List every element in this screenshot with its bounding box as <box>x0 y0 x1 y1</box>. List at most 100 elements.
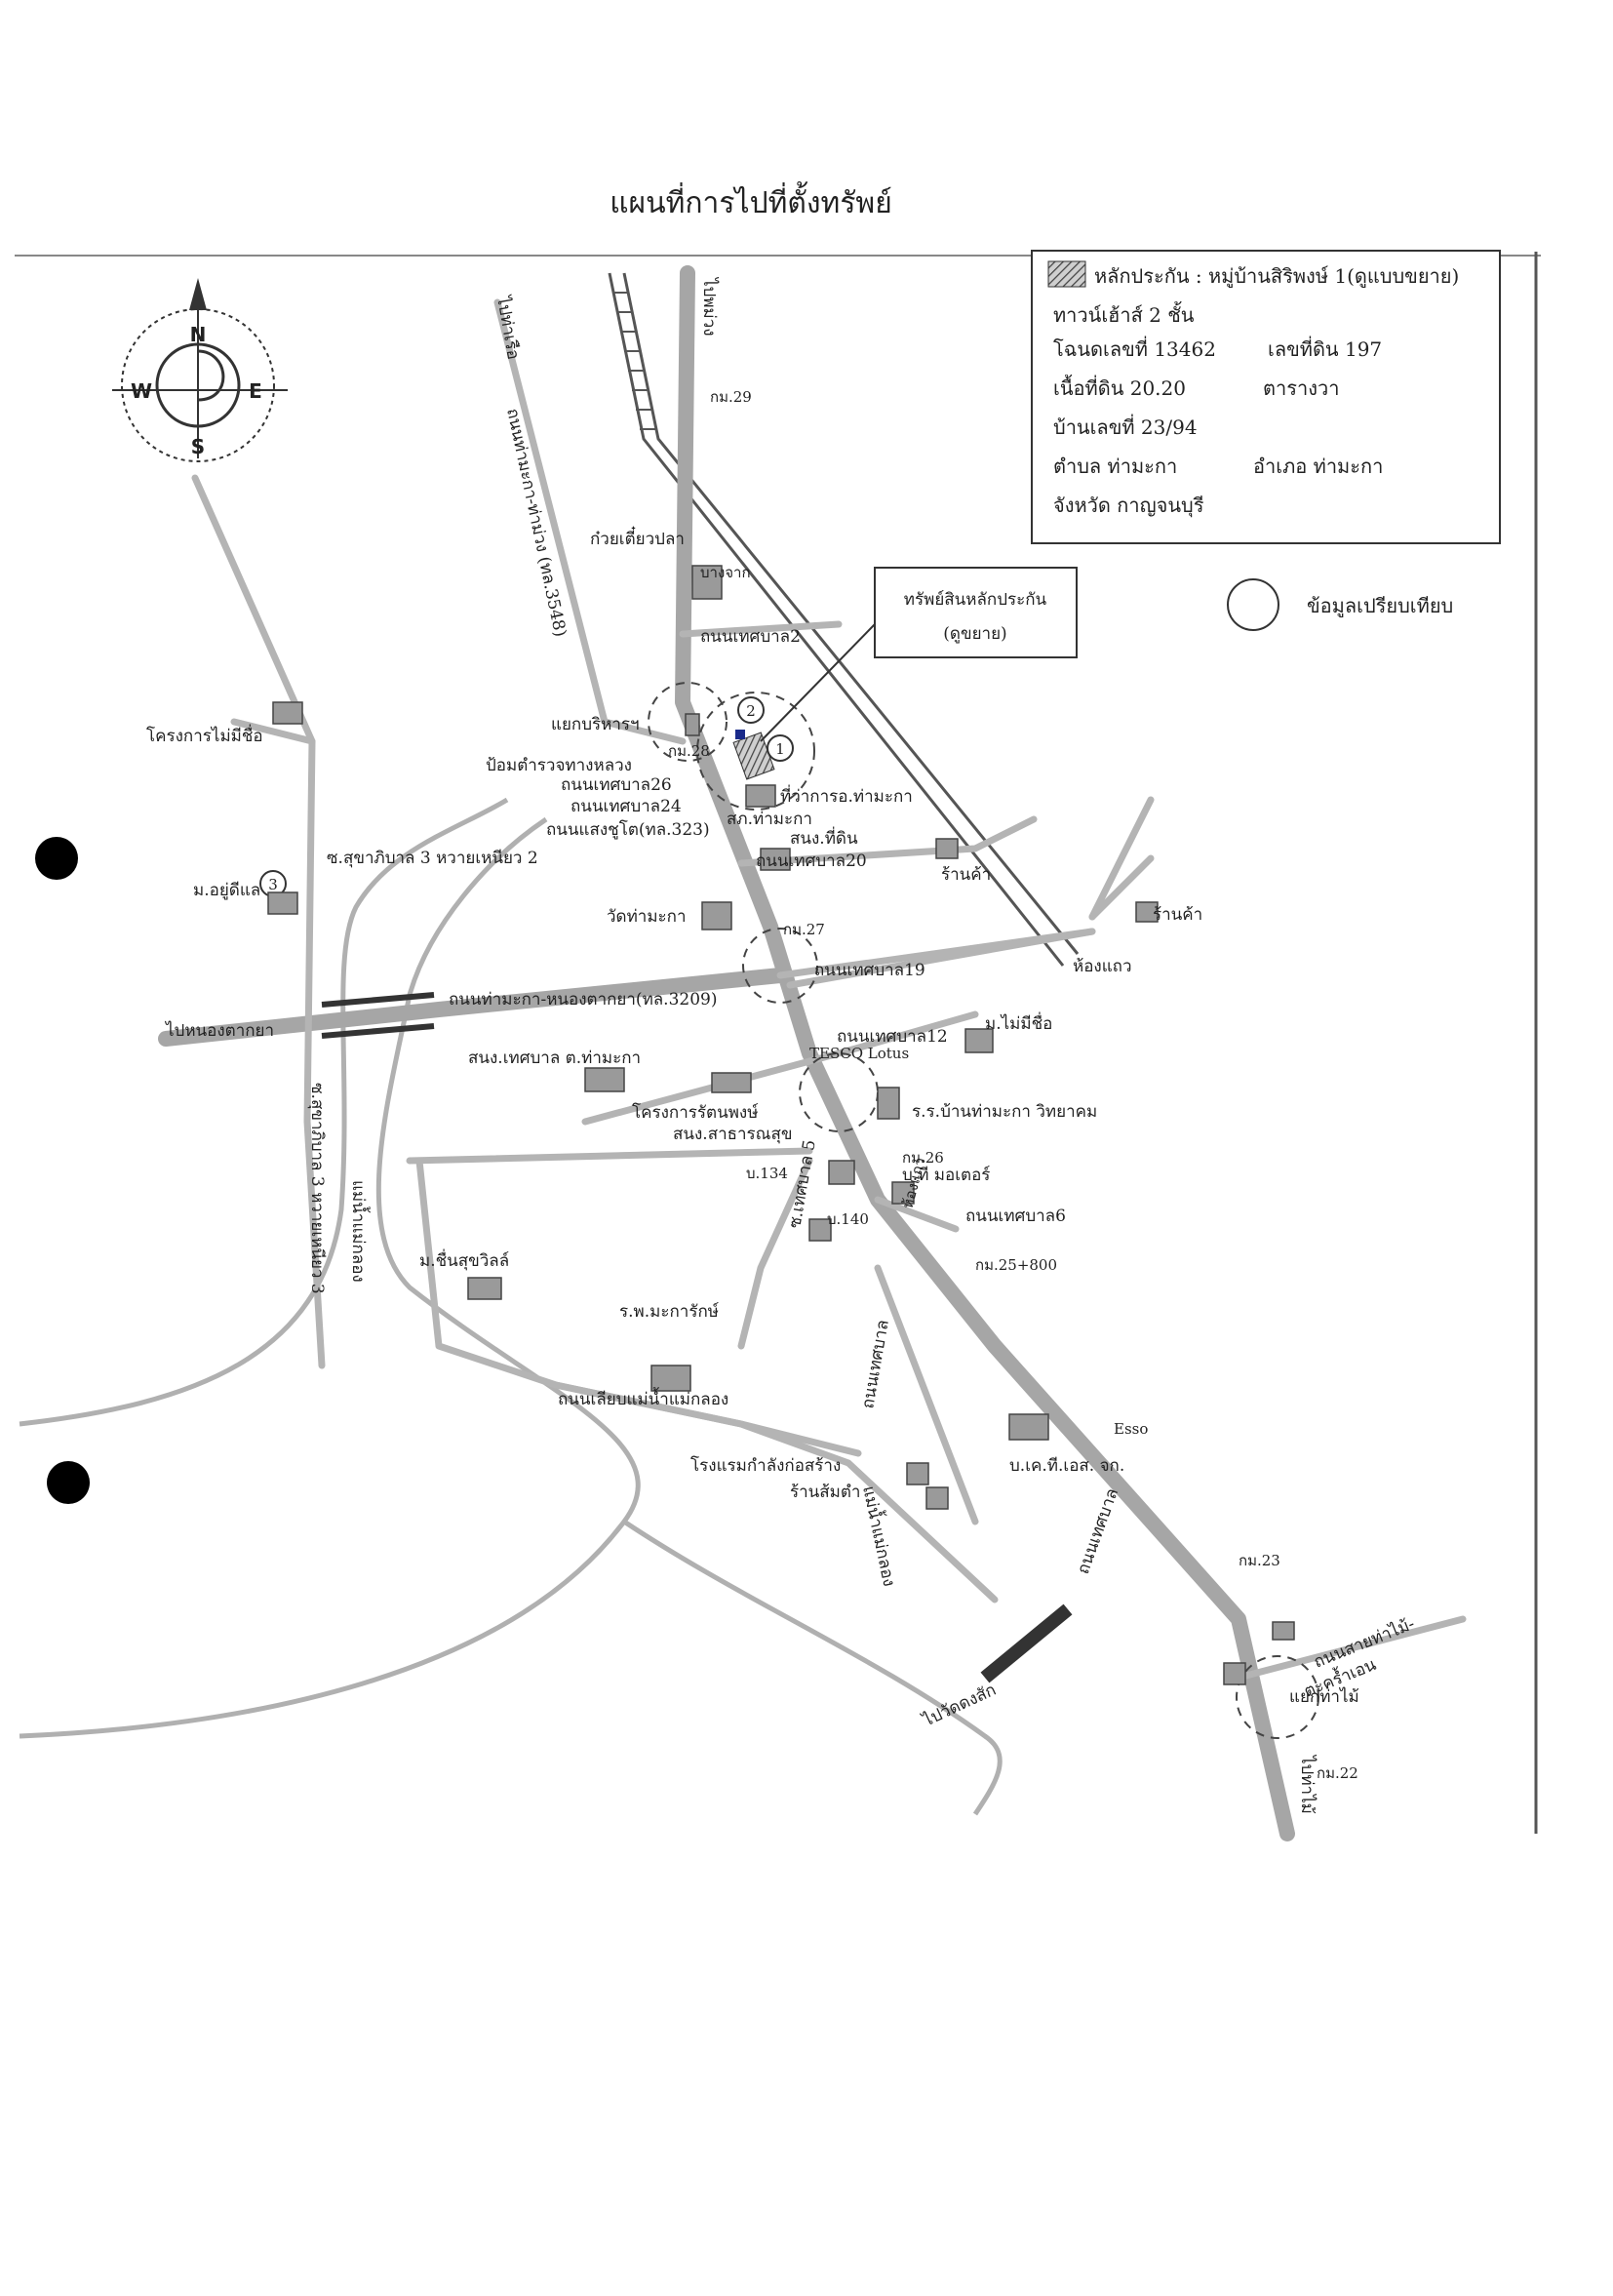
soi-sukhaphiban <box>191 474 326 1369</box>
road-3209 <box>158 968 788 1047</box>
label-district-office: ที่ว่าการอ.ท่ามะกา <box>780 784 913 807</box>
compass-e: E <box>249 379 262 403</box>
label-soi-chakiban3: ซ.สุขาภิบาล 3 หวายเหนียว 3 <box>307 1083 327 1294</box>
label-tessaban24: ถนนเทศบาล24 <box>570 797 682 816</box>
label-tessaban-road: ถนนเทศบาล <box>858 1319 893 1410</box>
label-row-house: ห้องแถว <box>1073 957 1132 976</box>
label-tessaban20: ถนนเทศบาล20 <box>756 851 867 871</box>
label-to-kradang: ไปวัดดงสัก <box>918 1680 999 1732</box>
label-b134: บ.134 <box>746 1165 788 1182</box>
compare-circle-main <box>696 692 815 811</box>
label-btgs: บ.เค.ที.เอส. จก. <box>1009 1456 1124 1476</box>
label-km28: กม.28 <box>668 742 710 760</box>
label-km22: กม.22 <box>1317 1764 1358 1782</box>
info-type: ทาวน์เฮ้าส์ 2 ชั้น <box>1053 301 1195 327</box>
label-tessaban19: ถนนเทศบาล19 <box>814 961 925 980</box>
compass-rose: N S E W <box>112 278 288 462</box>
label-riverside-road: ถนนเลียบแม่น้ำแม่กลอง <box>558 1387 728 1409</box>
label-shop1: ร้านค้า <box>941 865 991 885</box>
label-hospital: ร.พ.มะการักษ์ <box>619 1302 719 1322</box>
road-tessaban5 <box>737 1157 813 1350</box>
info-subdistrict: ตำบล ท่ามะกา <box>1053 455 1177 478</box>
point-2: 2 <box>737 696 765 724</box>
info-area-unit: ตารางวา <box>1263 376 1339 400</box>
bridge-west <box>321 992 435 1039</box>
svg-text:(ดูขยาย): (ดูขยาย) <box>943 624 1006 644</box>
label-tessaban2: ถนนเทศบาล2 <box>700 627 801 647</box>
hatch-swatch <box>1047 260 1086 288</box>
label-saengchuto: ถนนแสงชูโต(ทล.323) <box>546 819 710 840</box>
label-police: ป้อมตำรวจทางหลวง <box>486 756 632 775</box>
label-soi-chakiban: ซ.สุขาภิบาล 3 หวายเหนียว 2 <box>327 849 538 868</box>
label-som-tam: ร้านส้มตำ <box>790 1483 860 1502</box>
north-arrow-icon <box>189 278 207 310</box>
road-tessaban12 <box>581 1010 979 1126</box>
label-b140: บ.140 <box>827 1210 869 1228</box>
label-shop2: ร้านค้า <box>1153 905 1202 925</box>
page-title: แผนที่การไปที่ตั้งทรัพย์ <box>610 181 892 220</box>
label-village-maiminame: ม.ไม่มีชื่อ <box>985 1011 1052 1034</box>
collateral-marker <box>735 730 745 739</box>
punch-hole-bottom <box>47 1461 90 1504</box>
compare-legend: ข้อมูลเปรียบเทียบ <box>1227 578 1453 631</box>
label-km23: กม.23 <box>1239 1552 1280 1569</box>
svg-text:1: 1 <box>775 740 785 758</box>
road-3548 <box>493 298 687 745</box>
label-yaek: แยกบริหารฯ <box>551 715 640 734</box>
label-tessaban6: ถนนเทศบาล6 <box>965 1207 1066 1226</box>
label-village-yudee: ม.อยู่ดีแล <box>193 881 260 900</box>
label-km29: กม.29 <box>710 388 752 406</box>
compare-circle-area <box>648 682 728 762</box>
label-esso: Esso <box>1114 1420 1148 1438</box>
info-land-no: เลขที่ดิน 197 <box>1268 336 1382 361</box>
label-bt-motor: บ.ที มอเตอร์ <box>902 1166 990 1185</box>
label-km26: กม.26 <box>902 1149 944 1167</box>
road-tessaban2 <box>679 620 843 638</box>
label-to-south: ไปท่าไม้ <box>1297 1754 1318 1814</box>
svg-text:ทรัพย์สินหลักประกัน: ทรัพย์สินหลักประกัน <box>904 590 1047 610</box>
label-tesco: TESCO Lotus <box>809 1045 909 1062</box>
label-health-office: สนง.สาธารณสุข <box>673 1125 792 1144</box>
compass-n: N <box>190 323 207 346</box>
label-municipal-office: สนง.เทศบาล ต.ท่ามะกา <box>468 1049 641 1068</box>
label-km25: กม.25+800 <box>975 1256 1057 1274</box>
info-title: หลักประกัน : หมู่บ้านสิริพงษ์ 1(ดูแบบขยา… <box>1094 264 1459 289</box>
label-ptt: บางจาก <box>700 564 751 581</box>
label-km27: กม.27 <box>783 921 825 938</box>
info-district: อำเภอ ท่ามะกา <box>1253 455 1383 478</box>
road-tessaban-south <box>874 1264 979 1525</box>
road-tessaban6 <box>874 1196 960 1233</box>
railway-ties <box>612 292 656 430</box>
highway-323 <box>675 265 1295 1841</box>
compare-circle-km27 <box>742 928 818 1004</box>
road-east-shop <box>1088 854 1155 921</box>
road-tessaban19 <box>786 928 1096 989</box>
road-riverside <box>552 1381 999 1603</box>
railway-2 <box>622 272 1080 955</box>
label-village-chuenchuvil: ม.ชื่นสุขวิลล์ <box>419 1248 509 1271</box>
svg-text:3: 3 <box>268 876 278 893</box>
label-hotel: โรงแรมกำลังก่อสร้าง <box>690 1455 841 1476</box>
label-project-rattanaphong: โครงการรัตนพงษ์ <box>632 1102 759 1123</box>
label-yaek-tamai: แยกท่าไม้ <box>1289 1686 1359 1707</box>
label-river1: แม่น้ำแม่กลอง <box>348 1180 371 1283</box>
railway <box>608 272 1065 967</box>
info-deed: โฉนดเลขที่ 13462 <box>1053 336 1216 361</box>
compare-circle-tamai <box>1236 1655 1319 1739</box>
label-tessaban12: ถนนเทศบาล12 <box>837 1027 948 1047</box>
label-project-maiminame: โครงการไม่มีชื่อ <box>146 724 263 746</box>
svg-text:2: 2 <box>746 702 756 720</box>
label-police-station: สภ.ท่ามะกา <box>727 810 812 829</box>
building-icons <box>267 565 1295 1685</box>
label-school: ร.ร.บ้านท่ามะกา วิทยาคม <box>912 1102 1097 1122</box>
label-road-3209: ถนนท่ามะกา-หนองตากยา(ทล.3209) <box>449 990 718 1009</box>
road-tessaban20 <box>737 815 1038 867</box>
compass-w: W <box>131 379 152 403</box>
road-tamai <box>1235 1615 1467 1682</box>
info-house-no: บ้านเลขที่ 23/94 <box>1053 414 1198 439</box>
label-noodle: ก๋วยเตี๋ยวปลา <box>590 526 685 549</box>
collateral-callout: ทรัพย์สินหลักประกัน (ดูขยาย) <box>760 567 1078 742</box>
collateral-parcel <box>732 732 775 780</box>
label-tessaban26: ถนนเทศบาล26 <box>561 775 672 795</box>
